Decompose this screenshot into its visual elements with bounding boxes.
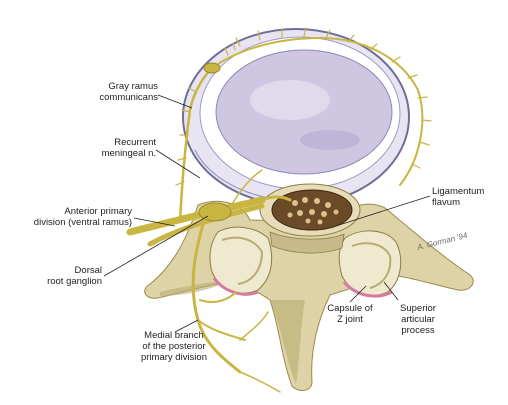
leader-lines [103, 94, 431, 333]
label-line: Dorsal [74, 265, 102, 276]
label-line: communicans [99, 92, 158, 103]
label-line: Gray ramus [108, 81, 158, 92]
label-line: Recurrent [114, 137, 156, 148]
label-line: root ganglion [47, 276, 102, 287]
spinal-canal [259, 183, 361, 237]
label-capsule-z-joint: Capsule of Z joint [320, 303, 380, 325]
label-line: meningeal n. [101, 148, 156, 159]
label-line: division (ventral ramus) [33, 217, 132, 228]
label-line: of the posterior [142, 341, 206, 352]
label-line: Anterior primary [64, 206, 132, 217]
label-line: primary division [141, 352, 207, 363]
label-anterior-primary-division: Anterior primary division (ventral ramus… [10, 206, 132, 228]
intervertebral-disc [182, 28, 410, 206]
spinous-shadow [270, 300, 305, 384]
label-line: Ligamentum [432, 186, 485, 197]
label-ligamentum-flavum: Ligamentum flavum [432, 186, 502, 208]
label-line: Capsule of [327, 303, 373, 314]
label-line: flavum [432, 197, 460, 208]
artist-signature: A. Gorman '94 [415, 231, 468, 253]
label-line: Superior [400, 303, 436, 314]
nerves [126, 27, 432, 393]
label-medial-branch: Medial branch of the posterior primary d… [118, 330, 230, 363]
label-line: Medial branch [144, 330, 204, 341]
label-line: articular [401, 314, 435, 325]
label-recurrent-meningeal: Recurrent meningeal n. [56, 137, 156, 159]
left-transverse-shadow [160, 280, 232, 296]
label-dorsal-root-ganglion: Dorsal root ganglion [20, 265, 102, 287]
label-superior-articular-process: Superior articular process [388, 303, 448, 336]
label-line: Z joint [337, 314, 363, 325]
label-gray-ramus: Gray ramus communicans [64, 81, 158, 103]
facet-joints [209, 226, 402, 298]
label-line: process [401, 325, 435, 336]
